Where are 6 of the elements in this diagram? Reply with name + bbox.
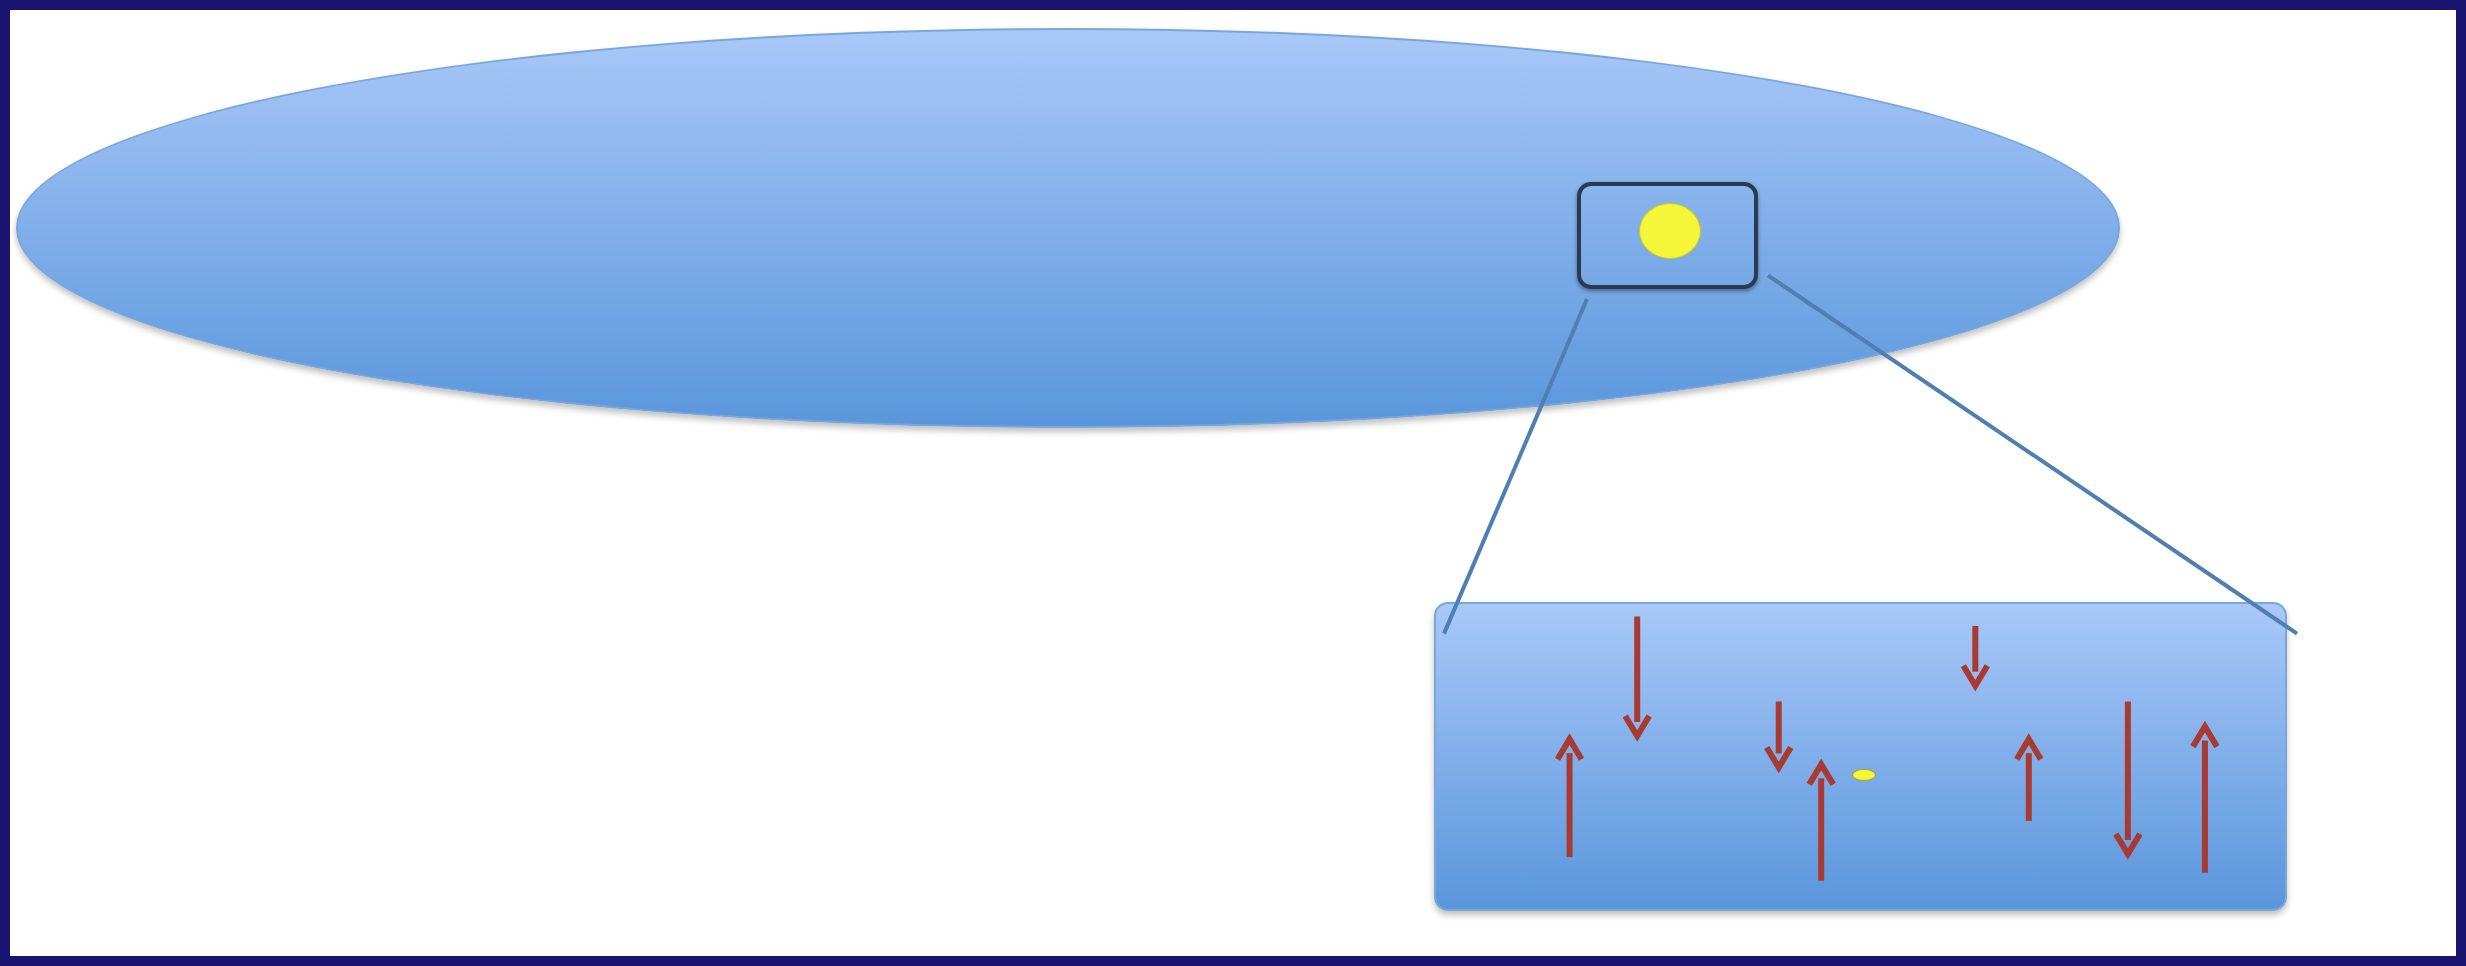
zoom-line xyxy=(1766,273,2299,636)
rounded-box xyxy=(1577,182,1758,289)
ellipse-shape xyxy=(1852,769,1876,781)
zoom-line xyxy=(1442,298,1589,635)
circle-shape xyxy=(1639,203,1701,259)
rounded-box xyxy=(1434,602,2287,911)
